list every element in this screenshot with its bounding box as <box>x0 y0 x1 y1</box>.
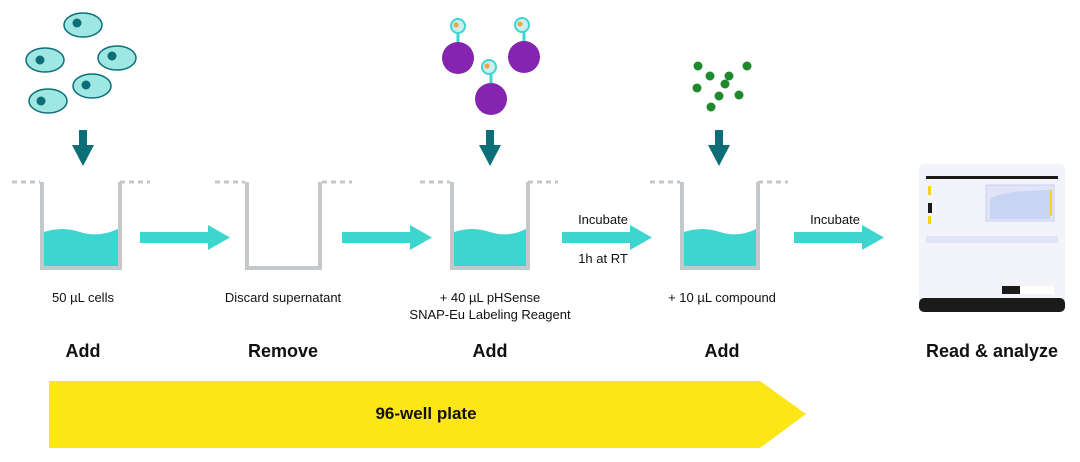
right-arrow-icon <box>140 225 230 250</box>
right-arrow-icon <box>794 225 884 250</box>
cells-icon <box>25 12 137 114</box>
step-4-description: + 10 µL compound <box>668 290 776 305</box>
incubate-label: Incubate <box>810 212 860 227</box>
down-arrow-icon <box>479 130 501 166</box>
well-1 <box>12 180 150 270</box>
step-2-description: Discard supernatant <box>224 290 342 305</box>
incubation-time-label: 1h at RT <box>578 251 628 266</box>
well-2 <box>215 180 352 270</box>
well-3 <box>420 180 558 270</box>
banner-label: 96-well plate <box>375 404 477 423</box>
labeling-reagent-icon <box>442 17 540 115</box>
compound-dots-icon <box>692 61 752 112</box>
plate-reader-icon <box>919 164 1065 312</box>
down-arrow-icon <box>72 130 94 166</box>
well-4 <box>650 180 788 270</box>
step-3-action: Add <box>472 341 508 361</box>
down-arrow-icon <box>708 130 730 166</box>
step-2-action: Remove <box>247 341 319 361</box>
step-3-description: + 40 µL pHSense <box>439 290 541 305</box>
step-1-action: Add <box>65 341 101 361</box>
right-arrow-icon <box>342 225 432 250</box>
step-4-action: Add <box>704 341 740 361</box>
incubate-label: Incubate <box>578 212 628 227</box>
right-arrow-icon <box>562 225 652 250</box>
step-1-description: 50 µL cells <box>52 290 114 305</box>
step-5-action: Read & analyze <box>925 341 1059 361</box>
banner-arrow <box>49 381 806 448</box>
step-3-description-line2: SNAP-Eu Labeling Reagent <box>409 307 571 322</box>
